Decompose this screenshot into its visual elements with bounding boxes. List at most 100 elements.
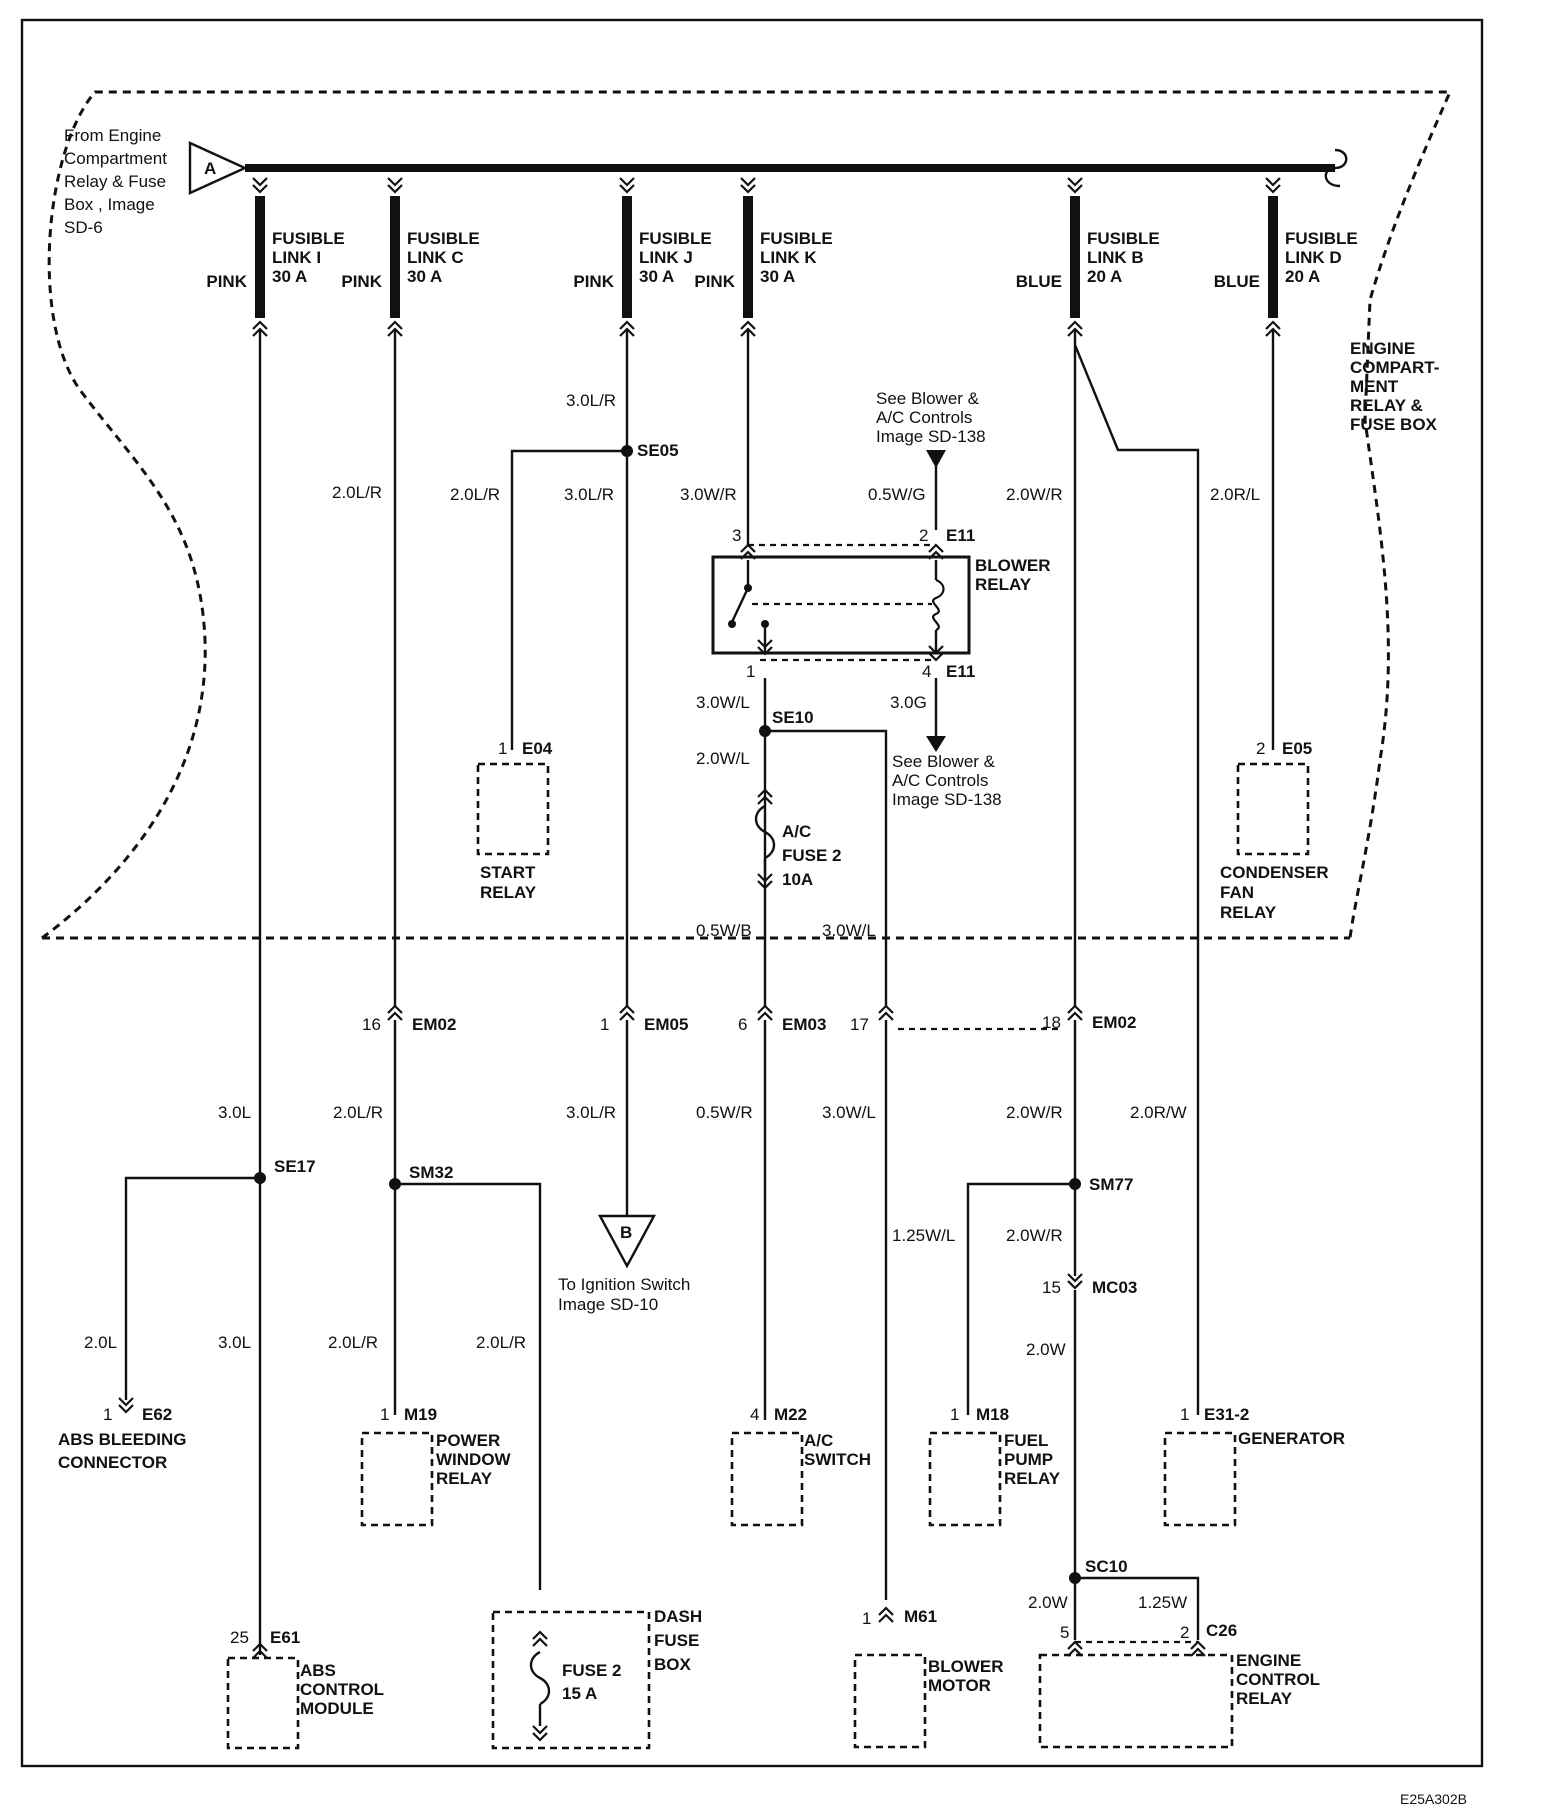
wire-label: 3.0L/R	[566, 1103, 616, 1122]
component-condenser-fan-relay: RELAY	[1220, 903, 1277, 922]
svg-text:RELAY: RELAY	[975, 575, 1032, 594]
connector-label-e61: E61	[270, 1628, 300, 1647]
fusible-link-label: 30 A	[272, 267, 307, 286]
svg-text:COMPART-: COMPART-	[1350, 358, 1439, 377]
pin-label: 1	[862, 1609, 871, 1628]
component-abs-module: ABS	[300, 1661, 336, 1680]
connector-chevron	[386, 1004, 404, 1022]
component-start-relay: START	[480, 863, 536, 882]
connector-label-e31-2: E31-2	[1204, 1405, 1249, 1424]
arrow-down	[926, 450, 946, 468]
wire-label: 2.0L/R	[328, 1333, 378, 1352]
diagram-frame	[20, 18, 1484, 1768]
connector-label-em05: EM05	[644, 1015, 688, 1034]
component-ac-switch: SWITCH	[804, 1450, 871, 1469]
splice-label-se17: SE17	[274, 1157, 316, 1176]
ac-fuse-label: A/C	[782, 822, 811, 841]
connector-chevron	[531, 1724, 549, 1742]
svg-text:See Blower &: See Blower &	[876, 389, 980, 408]
pin-label: 2	[1256, 739, 1265, 758]
diagram-code: E25A302B	[1400, 1791, 1467, 1807]
wire-label: 2.0L	[84, 1333, 117, 1352]
blower-relay-label: BLOWER RELAY	[975, 556, 1051, 594]
arrow-down	[926, 736, 946, 752]
ignition-connector-letter: B	[620, 1223, 632, 1242]
wire-label: 2.0L/R	[476, 1333, 526, 1352]
fusible-link-label: 20 A	[1285, 267, 1320, 286]
svg-text:Image SD-138: Image SD-138	[892, 790, 1002, 809]
connector-chevron	[739, 176, 757, 194]
dash-fuse-label: 15 A	[562, 1684, 597, 1703]
generator-box	[1163, 1431, 1237, 1527]
connector-label-em02-b: EM02	[1092, 1013, 1136, 1032]
svg-text:Image SD-138: Image SD-138	[876, 427, 986, 446]
component-abs-module: MODULE	[300, 1699, 374, 1718]
ignition-note: To Ignition Switch	[558, 1275, 690, 1294]
svg-text:Box , Image: Box , Image	[64, 195, 155, 214]
dash-fuse-symbol	[529, 1650, 551, 1706]
engine-box-outline	[41, 90, 1453, 940]
wire-label: 3.0W/L	[822, 1103, 876, 1122]
pin-label: 1	[600, 1015, 609, 1034]
ignition-note: Image SD-10	[558, 1295, 658, 1314]
wire-label: 2.0W/R	[1006, 1226, 1063, 1245]
relay-switch-arm	[730, 587, 750, 623]
ac-fuse-label: FUSE 2	[782, 846, 842, 865]
blower-relay-box	[711, 555, 971, 655]
wire-label: 2.0L/R	[333, 1103, 383, 1122]
svg-text:From Engine: From Engine	[64, 126, 161, 145]
connector-chevron	[618, 1004, 636, 1022]
connector-label-e05: E05	[1282, 739, 1312, 758]
connector-label-em03: EM03	[782, 1015, 826, 1034]
wire-label: 2.0W/R	[1006, 1103, 1063, 1122]
component-power-window-relay: RELAY	[436, 1469, 493, 1488]
wire-to-generator	[1073, 344, 1200, 1415]
pin-label: 1	[1180, 1405, 1189, 1424]
svg-text:Compartment: Compartment	[64, 149, 167, 168]
wire-label: 2.0L/R	[450, 485, 500, 504]
connector-chevron	[386, 176, 404, 194]
engine-control-relay-box	[1038, 1653, 1234, 1749]
engine-box-label: ENGINE COMPART- MENT RELAY & FUSE BOX	[1350, 339, 1439, 434]
component-ac-switch: A/C	[804, 1431, 833, 1450]
component-dash-fuse-box: BOX	[654, 1655, 692, 1674]
wire-label: 3.0L/R	[564, 485, 614, 504]
wire-color-label: PINK	[694, 272, 735, 291]
splice-label-sm32: SM32	[409, 1163, 453, 1182]
wire-to-fuel-pump	[966, 1182, 1075, 1415]
fusible-link-label: FUSIBLE	[407, 229, 480, 248]
power-window-relay-box	[360, 1431, 434, 1527]
wire-color-label: BLUE	[1214, 272, 1260, 291]
relay-contact	[761, 620, 769, 628]
wire-color-label: PINK	[341, 272, 382, 291]
component-engine-control-relay: ENGINE	[1236, 1651, 1301, 1670]
connector-chevron	[531, 1630, 549, 1648]
connector-label-mc03: MC03	[1092, 1278, 1137, 1297]
component-generator: GENERATOR	[1238, 1429, 1345, 1448]
pin-label: 1	[746, 662, 755, 681]
wire-se10-branch	[765, 729, 888, 1006]
svg-text:FUSE BOX: FUSE BOX	[1350, 415, 1438, 434]
connector-chevron	[756, 1004, 774, 1022]
wire-label: 3.0G	[890, 693, 927, 712]
wire-label: 2.0L/R	[332, 483, 382, 502]
fusible-link-label: LINK J	[639, 248, 693, 267]
component-engine-control-relay: RELAY	[1236, 1689, 1293, 1708]
wire-label: 2.0R/W	[1130, 1103, 1187, 1122]
connector-label-e04: E04	[522, 739, 553, 758]
dash-fuse-label: FUSE 2	[562, 1661, 622, 1680]
pin-label: 17	[850, 1015, 869, 1034]
pin-label: 2	[1180, 1623, 1189, 1642]
connector-label-m18: M18	[976, 1405, 1009, 1424]
see-blower-note-top: See Blower & A/C Controls Image SD-138	[876, 389, 986, 446]
connector-chevron	[251, 176, 269, 194]
connector-chevron	[117, 1396, 135, 1414]
wire-label: 3.0L/R	[566, 391, 616, 410]
wire-color-label: PINK	[206, 272, 247, 291]
svg-text:BLOWER: BLOWER	[975, 556, 1051, 575]
connector-label-m22: M22	[774, 1405, 807, 1424]
wire-to-e62	[124, 1176, 260, 1400]
